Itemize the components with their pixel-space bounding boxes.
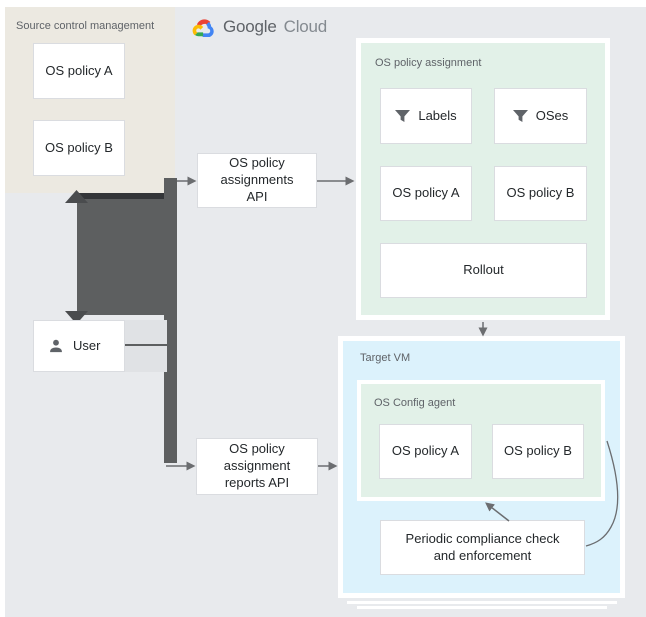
target-vm-title: Target VM	[360, 352, 411, 364]
brand-google: Google	[223, 17, 277, 36]
assignment-os-policy-a-box: OS policy A	[380, 166, 472, 221]
vm-stack-line	[347, 601, 617, 604]
oses-filter-label: OSes	[535, 107, 569, 123]
source-os-policy-a-label: OS policy A	[45, 62, 113, 78]
user-connector-line	[125, 344, 169, 346]
os-policy-assignment-zone: OS policy assignment Labels OSes OS poli…	[356, 38, 610, 320]
user-box: User	[33, 320, 125, 372]
assignment-os-policy-a-label: OS policy A	[392, 185, 460, 201]
source-os-policy-b-label: OS policy B	[45, 139, 113, 155]
assignment-os-policy-b-box: OS policy B	[494, 166, 587, 221]
vm-os-policy-a-label: OS policy A	[391, 443, 460, 459]
assignment-os-policy-b-label: OS policy B	[506, 185, 575, 201]
source-os-policy-a-box: OS policy A	[33, 43, 125, 99]
os-policy-assignments-api-box: OS policy assignments API	[197, 153, 317, 208]
user-label: User	[73, 337, 101, 353]
periodic-compliance-label: Periodic compliance check and enforcemen…	[405, 530, 560, 563]
source-control-zone: Source control management OS policy A OS…	[5, 7, 175, 193]
labels-filter-label: Labels	[418, 107, 457, 123]
filter-icon	[395, 110, 411, 122]
labels-filter-box: Labels	[380, 88, 472, 144]
filter-icon	[512, 110, 528, 122]
user-to-apis-pipe	[164, 178, 177, 463]
vm-os-policy-b-box: OS policy B	[492, 424, 584, 479]
left-margin	[0, 0, 5, 617]
os-policy-assignment-reports-api-label: OS policy assignment reports API	[223, 441, 291, 490]
brand-cloud: Cloud	[283, 17, 328, 36]
oses-filter-box: OSes	[494, 88, 587, 144]
rollout-box: Rollout	[380, 243, 587, 298]
os-policy-assignments-api-label: OS policy assignments API	[220, 155, 294, 204]
vm-os-policy-b-label: OS policy B	[504, 443, 572, 459]
source-control-title: Source control management	[16, 20, 155, 32]
vm-stack-line	[357, 606, 607, 609]
os-policy-assignment-reports-api-box: OS policy assignment reports API	[196, 438, 318, 495]
source-user-connector-edge	[77, 193, 164, 199]
google-cloud-icon	[192, 18, 216, 37]
rollout-label: Rollout	[463, 262, 504, 278]
user-icon	[48, 338, 64, 354]
target-vm-zone: Target VM OS Config agent OS policy A OS…	[338, 336, 625, 598]
os-config-agent-zone: OS Config agent OS policy A OS policy B	[357, 380, 605, 501]
source-os-policy-b-box: OS policy B	[33, 120, 125, 176]
os-config-agent-title: OS Config agent	[374, 397, 456, 409]
google-cloud-logo: Google Cloud	[192, 15, 327, 39]
periodic-compliance-box: Periodic compliance check and enforcemen…	[380, 520, 585, 575]
source-user-connector	[77, 199, 164, 315]
user-box-backplate	[125, 320, 167, 372]
os-policy-assignment-title: OS policy assignment	[375, 57, 482, 69]
vm-os-policy-a-box: OS policy A	[379, 424, 472, 479]
top-margin	[0, 0, 646, 7]
